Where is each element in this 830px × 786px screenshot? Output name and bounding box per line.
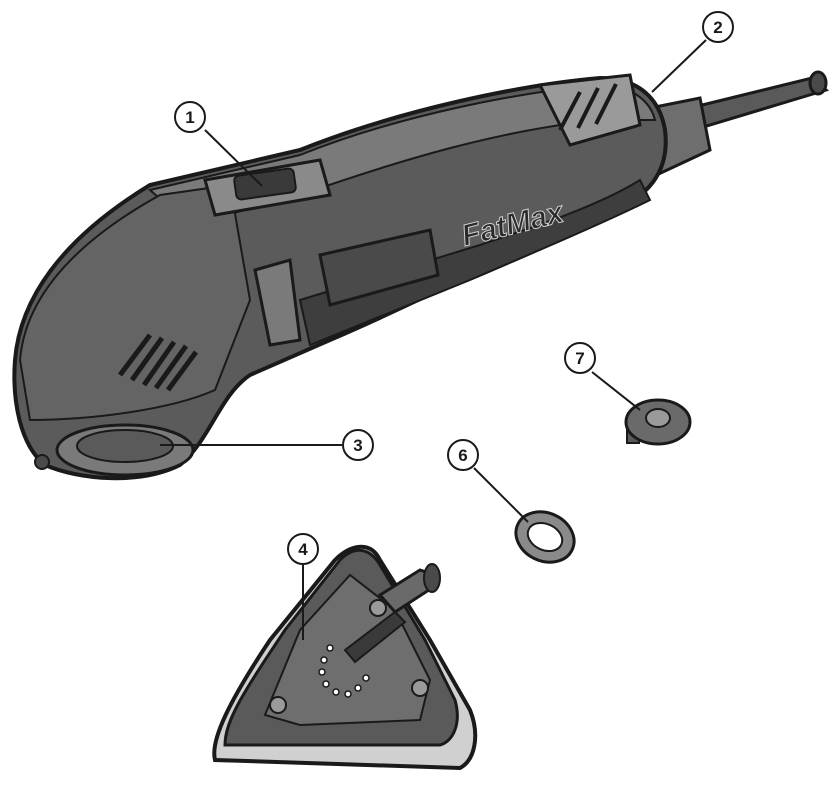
callout-3-label: 3	[353, 436, 362, 455]
callout-7-label: 7	[575, 349, 584, 368]
callout-7: 7	[565, 343, 640, 410]
multi-tool-body: FatMax	[14, 75, 665, 478]
sanding-pad	[214, 547, 475, 768]
power-cord	[640, 72, 826, 178]
callout-2-label: 2	[713, 18, 722, 37]
callout-6: 6	[448, 440, 528, 522]
callout-1-label: 1	[185, 108, 194, 127]
callout-4-label: 4	[298, 540, 308, 559]
callout-6-label: 6	[458, 446, 467, 465]
callout-2: 2	[652, 12, 733, 92]
